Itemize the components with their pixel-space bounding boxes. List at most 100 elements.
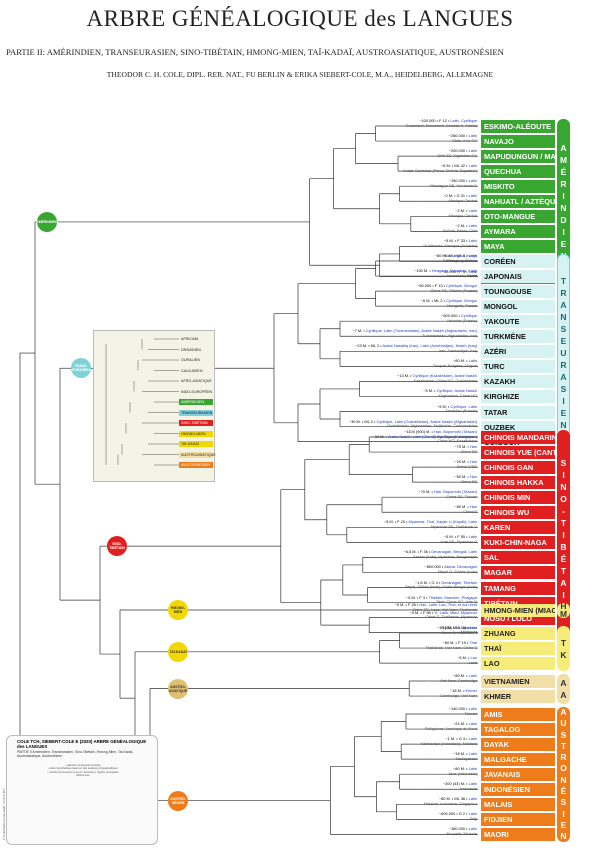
speakers-script: ~130 M. • Hiragana, Katakana, Kanji [414,268,477,274]
language-box: LAO [481,657,555,671]
region-text: Java (Indonésie) [448,770,477,776]
inset-family-label: SINO-TIBÉTAIN [179,420,213,426]
inset-tree [105,338,179,466]
script-name: Latin [468,721,477,727]
family-node: TAÏ-KADAÏ [168,641,188,662]
speakers-script: ~80 M. • Hangeul, Hanja [435,253,477,259]
family-bar-letter: I [562,395,565,406]
region-text: Myanmar [460,629,477,635]
region-text: Assam (Inde), Myanmar, Bangladesh [412,553,477,559]
family-node: HMONG-MIEN [168,600,188,620]
script-name: Latin [468,826,477,832]
family-bar-letter: U [560,347,567,358]
speakers-count: ~1100 (900) M. • [404,429,434,434]
family-bar-letter: N [560,311,567,322]
region-text: Tibet, Chine SO, Inde N [435,599,477,605]
legend-note: • nombre de locuteurs (L1+L2), écriture(… [47,770,119,774]
region-text: Andes Centrales (Pérou, Bolivie, Équateu… [402,167,477,173]
family-bar-letter: O [560,763,567,774]
speakers-script: ~50 M. • Han [454,474,477,480]
copyright-text: © Cole/Siebert-Cole 2020, V4 (CC-BY) [2,788,6,840]
speakers-script: ~200 (43) M. • Latin [443,782,477,787]
speakers-script: ~160.000 • Latin [447,826,477,832]
family-bar-letter: K [560,649,567,660]
script-name: Myanmar [460,624,477,630]
inset-family-label: DRAVIDIEN [179,346,213,353]
script-name: Latin [468,811,477,817]
region-text: Nicaragua NE, Honduras E [430,182,477,188]
region-text: Taïwan [464,710,477,716]
speakers-script: ~200.000 • Latin [437,148,477,154]
speakers-script: ~75 M. • Han [454,444,477,450]
script-name: Han [469,625,477,630]
language-info: ~5 M. • F 3 • Tibétain, Marchen, Phagspa… [406,595,477,605]
speakers-count: ~13 M. • [397,373,413,379]
language-box: MAYA [481,240,555,254]
inset-family-label: HMONG-MIEN [179,430,213,437]
speakers-count: ~260.000 • [448,133,469,139]
language-box: MALAIS [481,798,555,812]
speakers-script: ~6 M. • ML 42 • Latin [403,163,477,169]
speakers-count: ~80 M. • ML 36 • [438,796,469,802]
legend-title: COLE TCH, SIEBERT-COLE E (2020) ARBRE GÉ… [17,739,147,749]
region-text: Chine S, Viet Nam N [441,629,477,635]
script-name: Latin [468,148,477,154]
region-text: Turkménistan, Afghanistan, Iran [422,332,477,338]
language-info: ~70 M. • Han, Bopomofo (Taïwan)Chine SE,… [418,489,477,499]
speakers-count: ~5 M. • F 20 • [383,519,409,525]
speakers-count: ~9 M. • F 26 • [394,602,420,607]
language-info: ~30 M. • ML 2 • Cyrillique, Latin (Ouzbé… [349,419,477,429]
script-name: Khmer [465,688,477,694]
region-text: Chine NO, Kazakhstan [437,438,477,444]
inset-family-label: INDO-EUROPÉEN [179,388,213,395]
script-name: Han, Bopomofo (Taïwan) [433,429,477,434]
inset-family-label: AUSTRONÉSIEN [179,462,213,468]
speakers-script: ~150.000 • Latin [430,178,477,184]
speakers-count: ~70 M. • [418,489,434,495]
language-box: OUZBEK [481,420,555,434]
speakers-count: ~20 M. • [454,459,470,465]
speakers-script: ~500.000 • Cyrillique [441,313,477,319]
region-text: Bolivie, Pérou, Chili [443,227,477,233]
language-box: MAORI [481,828,555,842]
family-bar-letter: S [560,383,567,394]
region-text: Chine SE [460,478,477,484]
family-bar-letter: A [560,578,567,589]
script-name: Latin [468,163,477,169]
language-box: CORÉEN [481,255,555,268]
family-bar-letter: R [560,752,567,763]
script-name: Devanagari, Bengali, Latin [431,549,477,555]
speakers-script: ~140.000 • Latin [449,706,477,712]
legend-note: • sélection de langues choisies [65,764,101,767]
family-bar-letter: B [560,542,567,553]
speakers-script: ~2 M. • Latin [449,209,477,214]
language-box: CHINOIS HAKKA [481,476,555,490]
family-bar-letter: I [562,226,565,237]
speakers-count: ~23 M. • ML 2 • [355,343,383,349]
speakers-count: ~2 M. • [455,208,469,214]
speakers-script: ~100.000 • F 12 • Latin, Cyrillique [405,118,477,124]
language-info: ~6,5 M. • F 36 • Devanagari, Bengali, La… [403,550,477,559]
region-text: Népal O, Sikkim (Inde) [437,568,477,574]
region-text: Japon [466,272,477,278]
language-box: CHINOIS MANDARIN [481,431,555,444]
script-name: Lao [470,655,478,661]
language-box: KAZAKH [481,375,555,389]
speakers-count: ~2 M. • G 31 • [443,193,469,199]
legend-note: • arbre hypothétique basé sur des analys… [48,767,118,771]
family-bar-letter: E [560,238,567,249]
family-bar-letter: T [560,518,567,529]
